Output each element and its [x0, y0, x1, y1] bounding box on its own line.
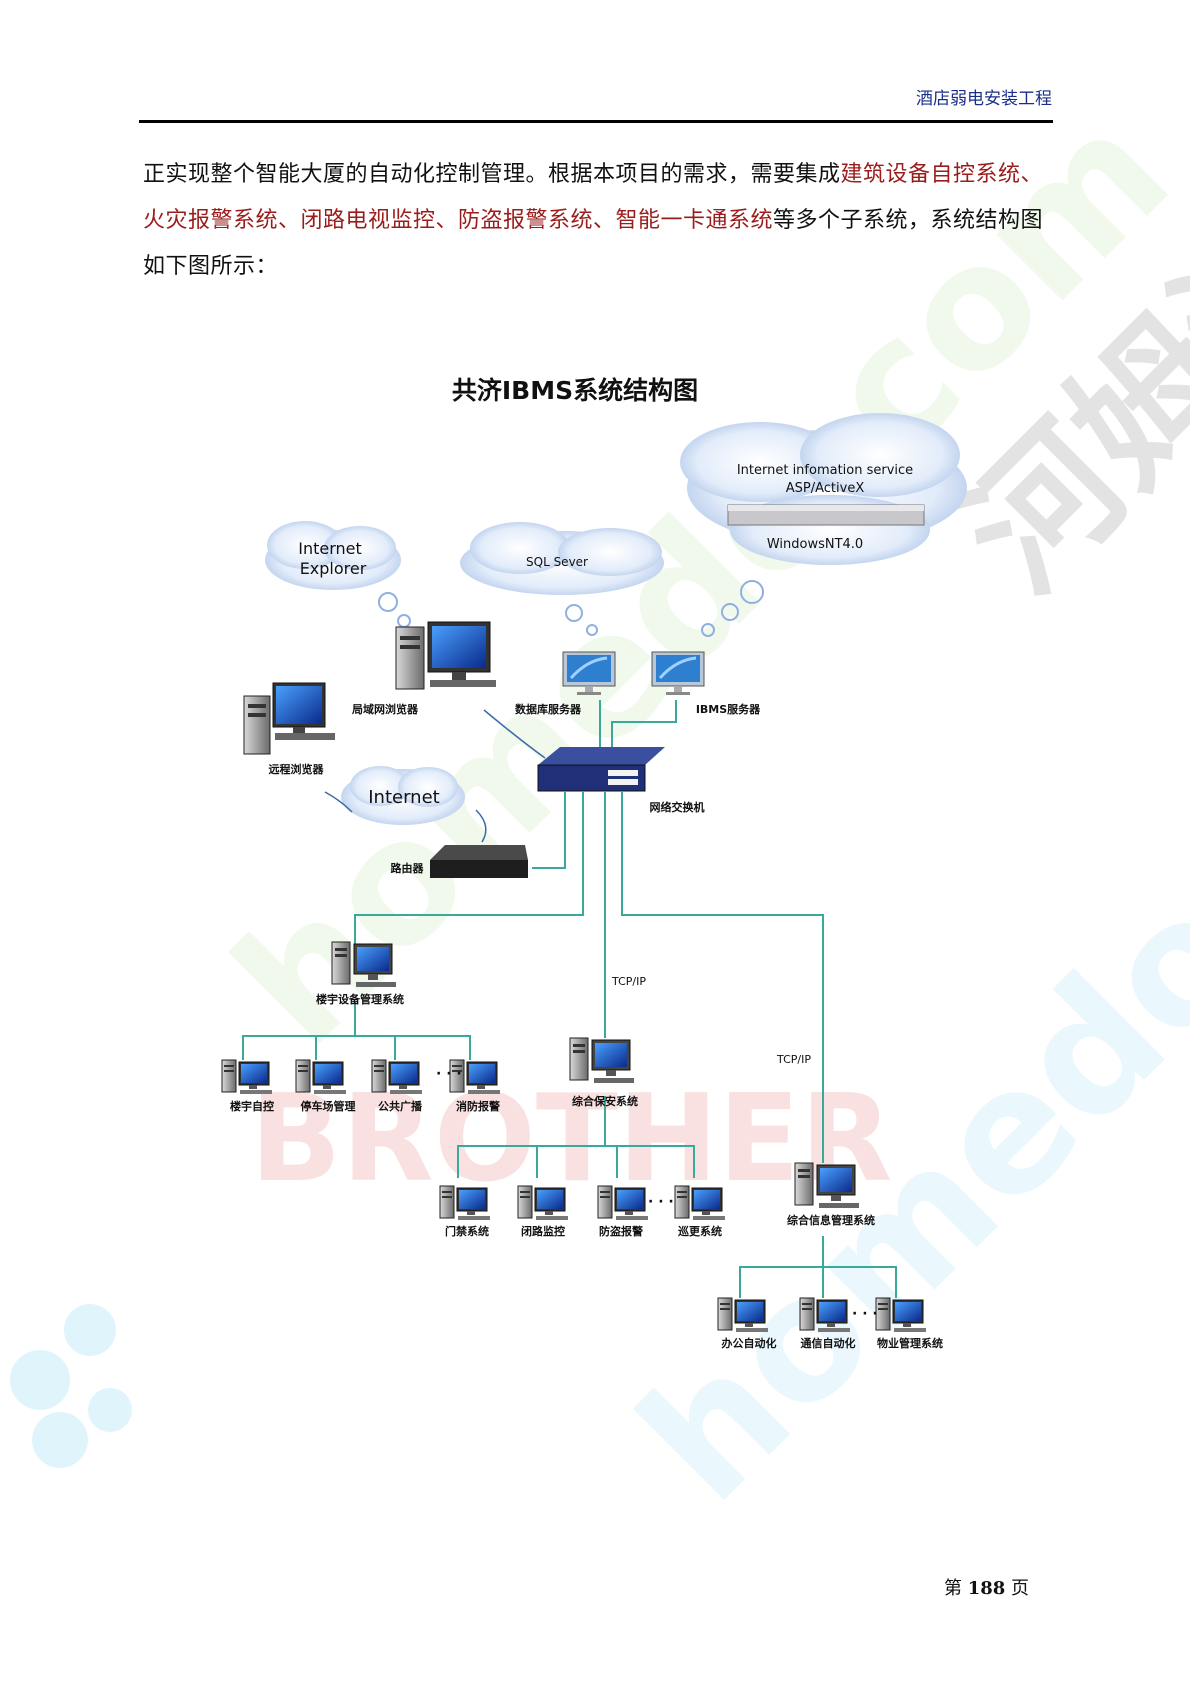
cloud-iis: Internet infomation service ASP/ActiveX …	[680, 413, 967, 637]
cloud-internet-explorer: Internet Explorer	[265, 521, 411, 628]
pc-sec-3	[597, 1185, 649, 1221]
lan-browser-pc	[395, 621, 496, 690]
footer-prefix: 第	[944, 1578, 962, 1599]
svg-text:· · ·: · · ·	[648, 1194, 674, 1210]
pc-bms-3	[371, 1059, 423, 1095]
bms-child-1: 停车场管理	[301, 1099, 356, 1113]
label-security: 综合保安系统	[572, 1094, 638, 1108]
pc-sec-2	[517, 1185, 569, 1221]
body-highlight: 建筑设备自控系统、火灾报警系统、闭路电视监控、防盗报警系统、智能一卡通系统	[143, 162, 1044, 233]
security-child-3: 巡更系统	[678, 1224, 722, 1238]
label-lan-browser: 局域网浏览器	[351, 702, 419, 716]
svg-text:WindowsNT4.0: WindowsNT4.0	[767, 537, 863, 552]
info-child-1: 通信自动化	[801, 1336, 856, 1350]
security-pc	[569, 1037, 635, 1084]
label-info-mgmt: 综合信息管理系统	[787, 1213, 875, 1227]
header-title: 酒店弱电安装工程	[916, 89, 1052, 109]
page-number: 188	[967, 1578, 1006, 1599]
page-footer: 第 188 页	[944, 1574, 1029, 1600]
bms-child-0: 楼宇自控	[230, 1099, 274, 1113]
cloud-internet: Internet	[341, 766, 465, 825]
bms-pc	[331, 941, 397, 988]
pc-info-2	[799, 1297, 851, 1333]
db-server-monitor	[561, 650, 617, 697]
network-switch	[537, 747, 665, 792]
security-child-2: 防盗报警	[599, 1224, 643, 1238]
footer-suffix: 页	[1011, 1578, 1030, 1599]
security-child-0: 门禁系统	[445, 1224, 489, 1238]
diagram-title: 共济IBMS系统结构图	[452, 376, 698, 405]
body-text-2: 等多个子系统，系统结构图如下图所示：	[143, 208, 1044, 279]
pc-sec-4	[674, 1185, 726, 1221]
label-tcpip-2: TCP/IP	[776, 1053, 811, 1066]
body-paragraph: 正实现整个智能大厦的自动化控制管理。根据本项目的需求，需要集成建筑设备自控系统、…	[143, 152, 1053, 290]
remote-browser-pc	[243, 682, 335, 755]
pc-bms-1	[221, 1059, 273, 1095]
label-tcpip-1: TCP/IP	[611, 975, 646, 988]
svg-text:Internet infomation service: Internet infomation service	[737, 463, 913, 478]
svg-text:Internet: Internet	[368, 787, 439, 808]
bms-child-3: 消防报警	[456, 1099, 500, 1113]
label-switch: 网络交换机	[650, 800, 705, 814]
pc-sec-1	[439, 1185, 491, 1221]
pc-bms-2	[295, 1059, 347, 1095]
label-ibms-server: IBMS服务器	[696, 702, 761, 716]
svg-text:Explorer: Explorer	[300, 559, 367, 578]
svg-text:SQL Sever: SQL Sever	[526, 555, 588, 569]
bms-child-2: 公共广播	[378, 1099, 423, 1113]
ibms-server-monitor	[650, 650, 706, 697]
svg-text:ASP/ActiveX: ASP/ActiveX	[786, 481, 865, 496]
svg-text:· · ·: · · ·	[852, 1306, 878, 1322]
label-remote-browser: 远程浏览器	[269, 762, 325, 776]
svg-text:· · ·: · · ·	[436, 1066, 462, 1082]
label-bms: 楼宇设备管理系统	[316, 992, 404, 1006]
body-text-1: 正实现整个智能大厦的自动化控制管理。根据本项目的需求，需要集成	[143, 162, 841, 187]
info-child-2: 物业管理系统	[877, 1336, 943, 1350]
info-child-0: 办公自动化	[722, 1336, 777, 1350]
security-child-1: 闭路监控	[521, 1224, 565, 1238]
cloud-sql-server: SQL Sever	[460, 522, 664, 636]
label-router: 路由器	[391, 861, 425, 875]
router	[430, 845, 528, 878]
pc-info-3	[875, 1297, 927, 1333]
svg-text:Internet: Internet	[298, 539, 362, 558]
info-mgmt-pc	[794, 1162, 860, 1209]
header-rule	[139, 120, 1053, 123]
pc-info-1	[717, 1297, 769, 1333]
label-db-server: 数据库服务器	[515, 702, 582, 716]
